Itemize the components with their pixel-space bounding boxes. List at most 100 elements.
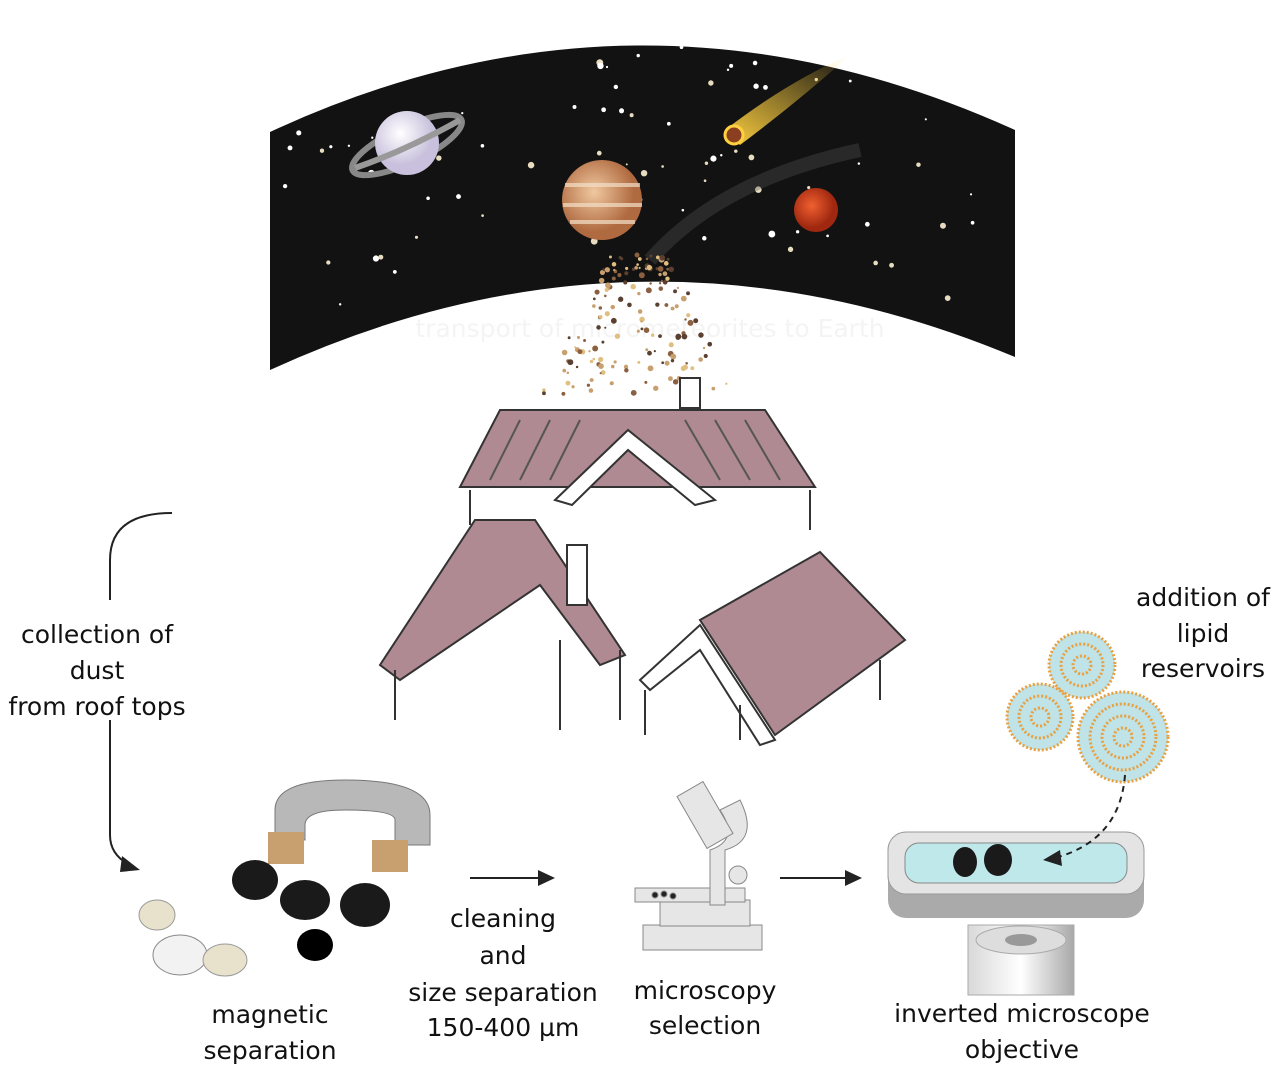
dust-particle [702,346,706,350]
star [720,154,723,157]
dust-particle [598,306,603,310]
dust-particle [675,335,681,340]
dust-particle [707,341,713,347]
dust-particle [634,266,638,270]
dust-particle [634,252,640,258]
dust-particle [627,302,632,308]
dust-particle [725,382,728,385]
star [338,303,342,306]
star [752,60,758,66]
dust-particle [623,280,628,285]
lipid-label-line: addition of [1136,583,1271,612]
dust-particle [693,318,699,324]
star [601,107,607,113]
dust-particle [664,303,669,307]
inverted-label-line: inverted microscope [894,999,1150,1028]
star [873,260,878,266]
dust-particle [611,276,616,281]
dust-particle [562,368,567,373]
dust-particle [561,349,568,356]
dust-particle [645,287,652,294]
dust-particle [687,319,694,326]
dust-particle [592,345,599,352]
star [378,254,384,260]
dust-particle [631,267,636,271]
dust-particle [649,254,653,258]
dust-particle [643,327,650,333]
dust-particle [574,346,577,349]
dust-particle [598,314,603,319]
star [296,130,302,136]
star [703,179,707,183]
star [597,62,604,70]
dust-particle [604,288,609,292]
dust-particle [601,340,605,344]
dust-particle [599,269,606,275]
star [768,230,776,238]
dust-particle [636,263,639,266]
lipid-arrow [1054,774,1126,859]
dust-particle [623,364,629,369]
dust-particle [670,353,677,360]
star [681,208,685,212]
star [970,220,975,225]
dust-particle [662,271,668,277]
star [944,295,951,301]
dust-particle [653,350,656,353]
dust-particle [668,376,673,382]
lipid-layer [1071,654,1093,676]
dust-particle [666,257,670,261]
star [392,269,397,274]
dust-particle [684,366,688,370]
star [636,53,640,58]
dust-particle [674,304,679,309]
star [282,184,288,189]
cleaning-label-line: and [479,941,526,970]
dust-particle [599,372,602,375]
petri-dish-icon [887,831,1145,918]
star [679,45,684,50]
microscopy-label-line: microscopy [634,976,777,1005]
cleaning-label-line: cleaning [450,904,556,933]
star [461,111,464,115]
dust-particle [668,342,674,348]
dust-particle [604,267,610,273]
dust-particle [609,381,614,386]
dust-particle [658,281,662,285]
dust-particle [542,391,546,396]
star [708,80,714,86]
cleaning-label-line: size separation [408,978,598,1007]
star [734,149,738,153]
star [848,79,852,83]
dust-particle [653,385,659,391]
dust-particle [588,350,591,353]
star [916,162,921,167]
star [329,145,333,149]
dust-particle [662,279,668,285]
dust-particle [589,359,594,364]
dust-particle [605,282,611,289]
cleaning-label-line: 150-400 µm [427,1013,580,1042]
dust-particle [613,360,617,364]
dust-particle [567,359,574,366]
dust-particle [613,268,616,272]
dust-particle [566,371,570,375]
star [795,230,800,234]
lipid-label-line: reservoirs [1141,654,1265,683]
dust-particle [640,320,643,323]
space-band: transport of micrometeorites to Earth [270,45,1015,371]
saturn-icon [349,111,465,179]
dust-particle [646,264,652,271]
dust-particle [598,363,604,369]
dust-particle [586,383,591,387]
particles [138,860,390,977]
microscopy-label-line: selection [649,1011,761,1040]
dust-particle [596,325,601,330]
dust-particle [620,257,624,261]
star [319,148,325,153]
dust-particle [661,361,665,365]
lipid-label-line: lipid [1177,619,1230,648]
dust-particle [680,295,687,302]
star [596,150,602,156]
star [753,83,759,89]
